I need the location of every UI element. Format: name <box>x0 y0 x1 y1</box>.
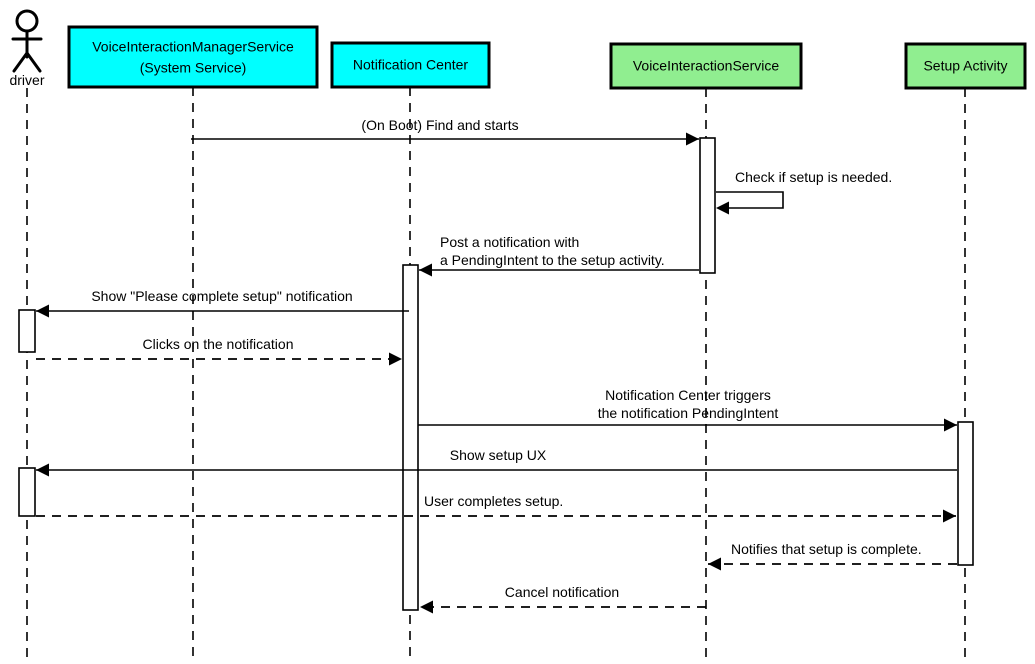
arrow-head-left <box>708 557 721 571</box>
participant-box-setup[interactable] <box>904 42 1027 90</box>
participant-label-notifcenter: Notification Center <box>353 57 469 73</box>
message-label-m3-line2: a PendingIntent to the setup activity. <box>440 252 665 268</box>
message-label-m7: Show setup UX <box>450 447 547 463</box>
participant-label-vims: VoiceInteractionManagerService <box>92 39 294 55</box>
message-m4[interactable]: Show "Please complete setup" notificatio… <box>36 288 409 318</box>
message-m1[interactable]: (On Boot) Find and starts <box>191 117 699 146</box>
message-m5[interactable]: Clicks on the notification <box>36 336 402 366</box>
message-m3[interactable]: Post a notification with a PendingIntent … <box>419 234 699 277</box>
activation-bars-layer <box>18 137 974 611</box>
participant-label-setup: Setup Activity <box>923 58 1007 74</box>
message-label-m8: User completes setup. <box>424 493 563 509</box>
arrow-head-left <box>419 263 432 277</box>
activation-bar-driver <box>18 309 36 353</box>
actor-head-icon <box>15 9 39 33</box>
arrow-head-right <box>943 509 956 523</box>
participants-layer: driver VoiceInteractionManagerService (Sys… <box>9 9 1027 90</box>
message-label-m1: (On Boot) Find and starts <box>361 117 518 133</box>
participant-vis[interactable]: VoiceInteractionService <box>609 42 803 90</box>
message-label-m5: Clicks on the notification <box>143 336 294 352</box>
actor-leg-left-icon <box>12 51 29 73</box>
message-label-m6-line2: the notification PendingIntent <box>598 405 779 421</box>
participant-vims[interactable]: VoiceInteractionManagerService (System Se… <box>67 25 319 89</box>
arrow-head-left <box>36 463 49 477</box>
participant-setup[interactable]: Setup Activity <box>904 42 1027 90</box>
participant-driver[interactable]: driver <box>9 9 45 88</box>
arrow-head-left <box>36 304 49 318</box>
message-label-m2: Check if setup is needed. <box>735 169 892 185</box>
message-m7[interactable]: Show setup UX <box>36 447 957 477</box>
participant-label-driver: driver <box>9 72 44 88</box>
message-label-m10: Cancel notification <box>505 584 619 600</box>
participant-label-vis: VoiceInteractionService <box>633 58 780 74</box>
arrow-head-right <box>686 132 699 146</box>
message-label-m3-line1: Post a notification with <box>440 234 579 250</box>
activation-bar-setup <box>957 421 974 566</box>
activation-bar-vis <box>699 137 716 274</box>
participant-box-vims[interactable] <box>67 25 319 89</box>
message-m9[interactable]: Notifies that setup is complete. <box>708 541 957 571</box>
participant-sublabel-vims: (System Service) <box>140 60 247 76</box>
message-line-self <box>716 191 784 209</box>
activation-bar-driver <box>18 467 36 517</box>
participant-notifcenter[interactable]: Notification Center <box>330 41 491 89</box>
message-label-m4: Show "Please complete setup" notificatio… <box>91 288 352 304</box>
message-m6[interactable]: Notification Center triggers the notifica… <box>418 387 957 432</box>
arrow-head-right <box>944 418 957 432</box>
message-label-m9: Notifies that setup is complete. <box>731 541 922 557</box>
arrow-head-left <box>420 600 433 614</box>
arrow-head-left <box>716 201 729 215</box>
message-m10[interactable]: Cancel notification <box>420 584 706 614</box>
actor-leg-right-icon <box>25 51 42 73</box>
message-m8[interactable]: User completes setup. <box>36 493 956 523</box>
message-label-m6-line1: Notification Center triggers <box>605 387 771 403</box>
activation-bar-notifcenter <box>402 264 419 611</box>
participant-box-notifcenter[interactable] <box>330 41 491 89</box>
participant-box-vis[interactable] <box>609 42 803 90</box>
message-m2[interactable]: Check if setup is needed. <box>716 169 892 215</box>
arrow-head-right <box>389 352 402 366</box>
